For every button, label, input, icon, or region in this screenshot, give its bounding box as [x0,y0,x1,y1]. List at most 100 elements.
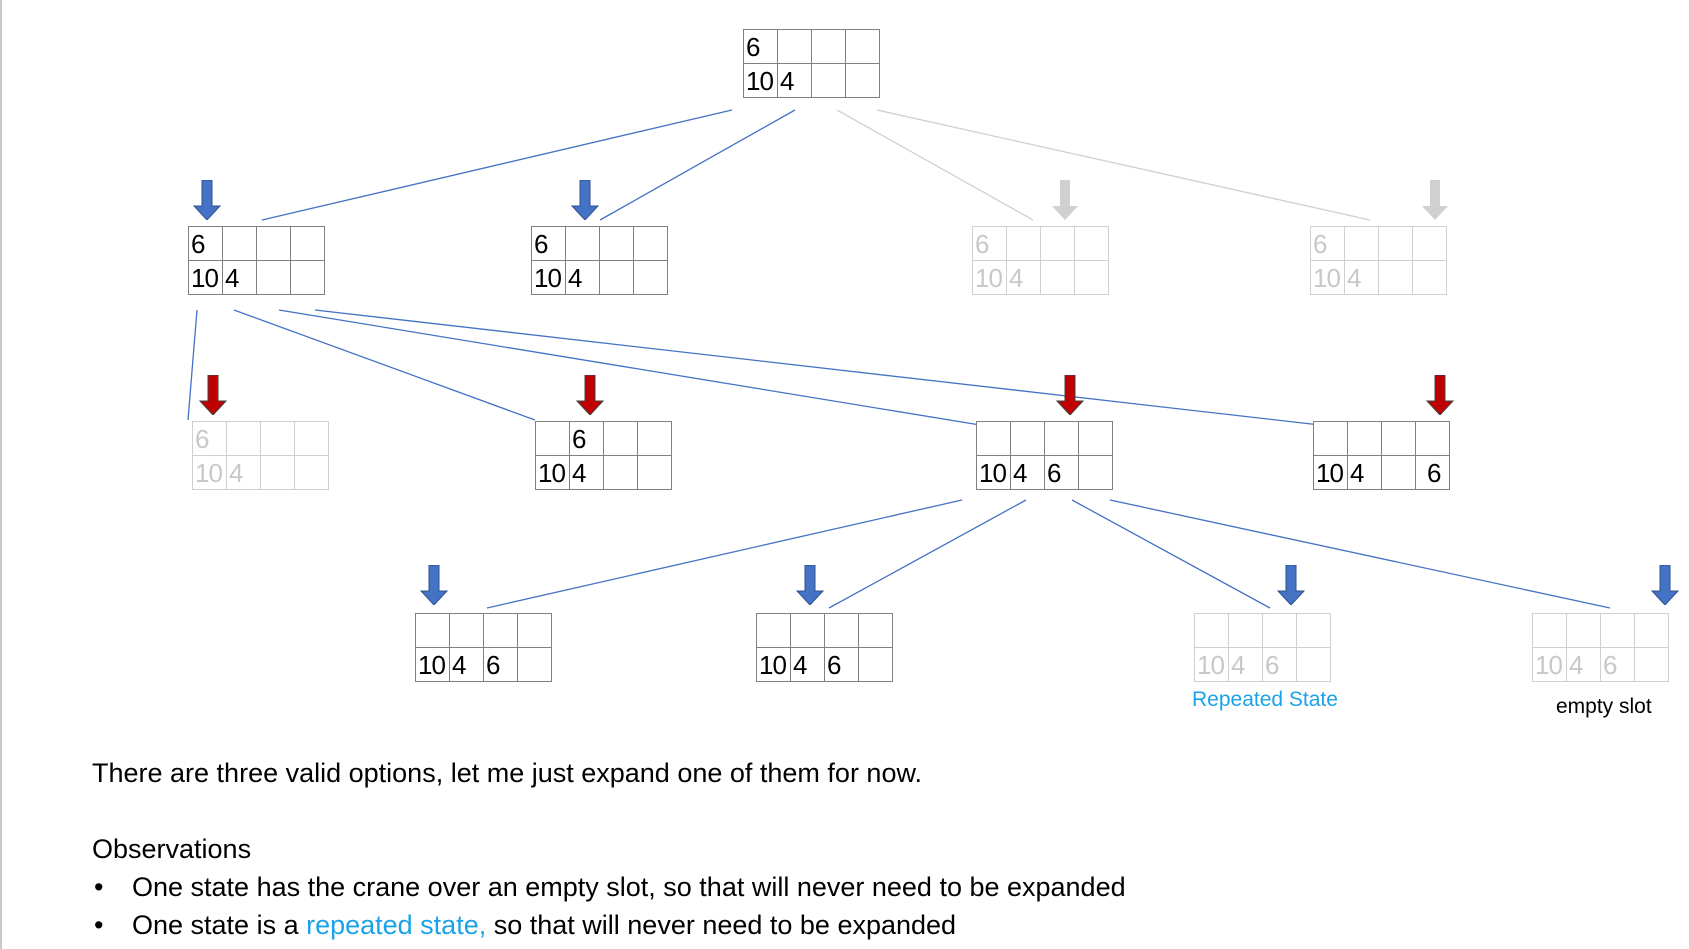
cell: 4 [566,261,600,295]
cell: 6 [532,227,566,261]
cell: 10 [757,648,791,682]
cell [450,614,484,648]
cell [257,227,291,261]
cell [291,227,325,261]
tree-edge [1071,499,1271,609]
cell [1348,422,1382,456]
cell [1379,227,1413,261]
cell [634,227,668,261]
crane-arrow-icon [419,565,449,605]
tree-edge [1109,499,1611,609]
cell: 10 [973,261,1007,295]
crane-arrow-icon [575,375,605,415]
cell [536,422,570,456]
crane-arrow-icon [1422,180,1448,220]
cell [1416,422,1450,456]
tree-edge [314,309,1321,426]
cell [757,614,791,648]
repeated-state-caption: Repeated State [1192,688,1338,711]
list-item: One state has the crane over an empty sl… [92,868,1126,906]
cell [638,422,672,456]
cell [1635,614,1669,648]
cell: 4 [570,456,604,490]
crane-arrow-icon [198,375,228,415]
tree-edge [836,109,1034,221]
cell [1567,614,1601,648]
cell: 4 [778,64,812,98]
cell [600,261,634,295]
cell [977,422,1011,456]
cell: 4 [1011,456,1045,490]
tree-edge [261,109,733,221]
cell [295,422,329,456]
crane-arrow-icon [1052,180,1078,220]
tree-edge [278,309,981,426]
cell: 10 [1195,648,1229,682]
crane-arrow-icon [1650,565,1680,605]
cell [1045,422,1079,456]
cell [518,648,552,682]
cell: 10 [532,261,566,295]
cell [1345,227,1379,261]
cell [1413,261,1447,295]
cell [227,422,261,456]
cell [1075,261,1109,295]
cell: 10 [536,456,570,490]
slide-edge [0,0,2,949]
tree-edge [599,109,796,221]
tree-edge [233,309,536,421]
crane-arrow-icon [192,180,222,220]
cell: 10 [977,456,1011,490]
bullet-text: so that will never need to be expanded [486,910,957,940]
cell: 10 [1533,648,1567,682]
cell: 10 [1314,456,1348,490]
cell: 6 [193,422,227,456]
cell: 6 [189,227,223,261]
cell [223,227,257,261]
cell [604,456,638,490]
cell [634,261,668,295]
list-item: One state is a repeated state, so that w… [92,906,1126,944]
cell: 4 [1345,261,1379,295]
cell: 4 [223,261,257,295]
cell [846,30,880,64]
explanation-text: There are three valid options, let me ju… [92,754,1126,944]
cell: 6 [484,648,518,682]
crane-arrow-icon [1276,565,1306,605]
cell [1075,227,1109,261]
tree-edge [486,499,963,609]
bullet-text: One state has the crane over an empty sl… [132,872,1126,902]
crane-arrow-icon [1425,375,1455,415]
cell [1079,422,1113,456]
cell [1297,648,1331,682]
cell [791,614,825,648]
cell: 6 [973,227,1007,261]
cell: 6 [1045,456,1079,490]
bullet-text: One state is a [132,910,307,940]
cell [638,456,672,490]
cell: 6 [1263,648,1297,682]
cell [261,456,295,490]
cell: 6 [1311,227,1345,261]
cell [846,64,880,98]
cell [257,261,291,295]
cell [295,456,329,490]
cell [859,614,893,648]
cell: 6 [1416,456,1450,490]
cell: 4 [1567,648,1601,682]
cell [1041,261,1075,295]
observations-title: Observations [92,834,252,864]
cell: 4 [791,648,825,682]
cell [1379,261,1413,295]
crane-arrow-icon [1055,375,1085,415]
cell [1007,227,1041,261]
